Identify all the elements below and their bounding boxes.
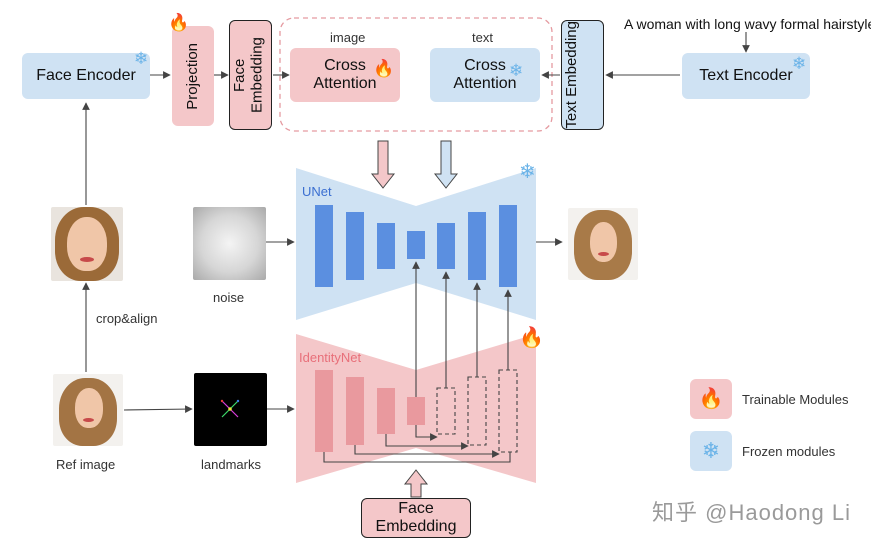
- landmark-points: [220, 399, 240, 418]
- unet-block: [437, 223, 455, 269]
- cross-attention-image-box: Cross Attention: [290, 48, 400, 102]
- unet-block: [407, 231, 425, 259]
- unet-label: UNet: [302, 184, 332, 199]
- watermark: 知乎 @Haodong Li: [652, 500, 851, 525]
- snowflake-icon: ❄: [509, 61, 524, 80]
- projection-label: Projection: [184, 42, 202, 110]
- unet-block: [499, 205, 517, 287]
- face-encoder-box: Face Encoder: [22, 53, 150, 99]
- identitynet-block: [407, 397, 425, 425]
- legend-trainable-label: Trainable Modules: [742, 392, 849, 407]
- text-encoder-box: Text Encoder: [682, 53, 810, 99]
- landmarks-label: landmarks: [201, 457, 261, 472]
- image-branch-label: image: [330, 30, 366, 45]
- image-attn-arrow: [370, 140, 396, 189]
- identitynet-skip-lines: [323, 425, 511, 463]
- snowflake-icon: ❄: [701, 438, 721, 464]
- aligned-face-photo: [51, 207, 123, 281]
- text-attn-arrow: [433, 140, 459, 189]
- residual-arrows: [412, 261, 512, 397]
- text-branch-label: text: [472, 30, 493, 45]
- flame-icon: 🔥: [698, 387, 724, 410]
- reference-photo: [53, 374, 123, 446]
- unet-block: [468, 212, 486, 280]
- landmarks-image: [194, 373, 267, 446]
- identitynet-block: [377, 388, 395, 434]
- text-embedding-label: Text Embedding: [562, 21, 580, 129]
- identity-embed-arrow: [403, 469, 429, 498]
- noise-image: [193, 207, 266, 280]
- identitynet-notch-bottom: [296, 448, 536, 483]
- legend-frozen-label: Frozen modules: [742, 444, 836, 459]
- unet-blocks: [315, 205, 517, 287]
- snowflake-icon: ❄: [134, 49, 149, 68]
- unet-block: [346, 212, 364, 280]
- legend-frozen-swatch: ❄: [690, 431, 732, 471]
- noise-label: noise: [213, 290, 245, 305]
- text-prompt: A woman with long wavy formal hairstyle.: [624, 16, 871, 32]
- cross-attention-image-label: Cross Attention: [313, 56, 377, 92]
- face-embedding-bottom-box: Face Embedding: [361, 498, 471, 538]
- flame-icon: 🔥: [168, 13, 190, 32]
- identitynet-block: [315, 370, 333, 452]
- crop-align-label: crop&align: [96, 311, 158, 326]
- projection-box: Projection: [172, 26, 214, 126]
- text-embedding-box: Text Embedding: [561, 20, 604, 130]
- cross-attention-text-box: Cross Attention: [430, 48, 540, 102]
- face-encoder-label: Face Encoder: [36, 66, 136, 84]
- flame-icon: 🔥: [373, 59, 395, 78]
- snowflake-icon: ❄: [519, 161, 536, 183]
- face-embedding-vertical-label: Face Embedding: [230, 37, 265, 113]
- face-embedding-vertical-box: Face Embedding: [229, 20, 272, 130]
- flame-icon: 🔥: [519, 327, 544, 349]
- flow-arrows: [82, 32, 750, 413]
- face-embedding-bottom-label: Face Embedding: [375, 499, 457, 535]
- legend-trainable-swatch: 🔥: [690, 379, 732, 419]
- unet-block: [377, 223, 395, 269]
- identitynet-blocks: [315, 370, 425, 452]
- text-encoder-label: Text Encoder: [699, 66, 793, 84]
- snowflake-icon: ❄: [792, 54, 807, 73]
- ref-image-label: Ref image: [56, 457, 116, 472]
- unet-block: [315, 205, 333, 287]
- unet-notch-top: [296, 168, 536, 206]
- identitynet-label: IdentityNet: [299, 350, 362, 365]
- cross-attention-text-label: Cross Attention: [453, 56, 517, 92]
- identitynet-block: [346, 377, 364, 445]
- output-photo: [568, 208, 638, 280]
